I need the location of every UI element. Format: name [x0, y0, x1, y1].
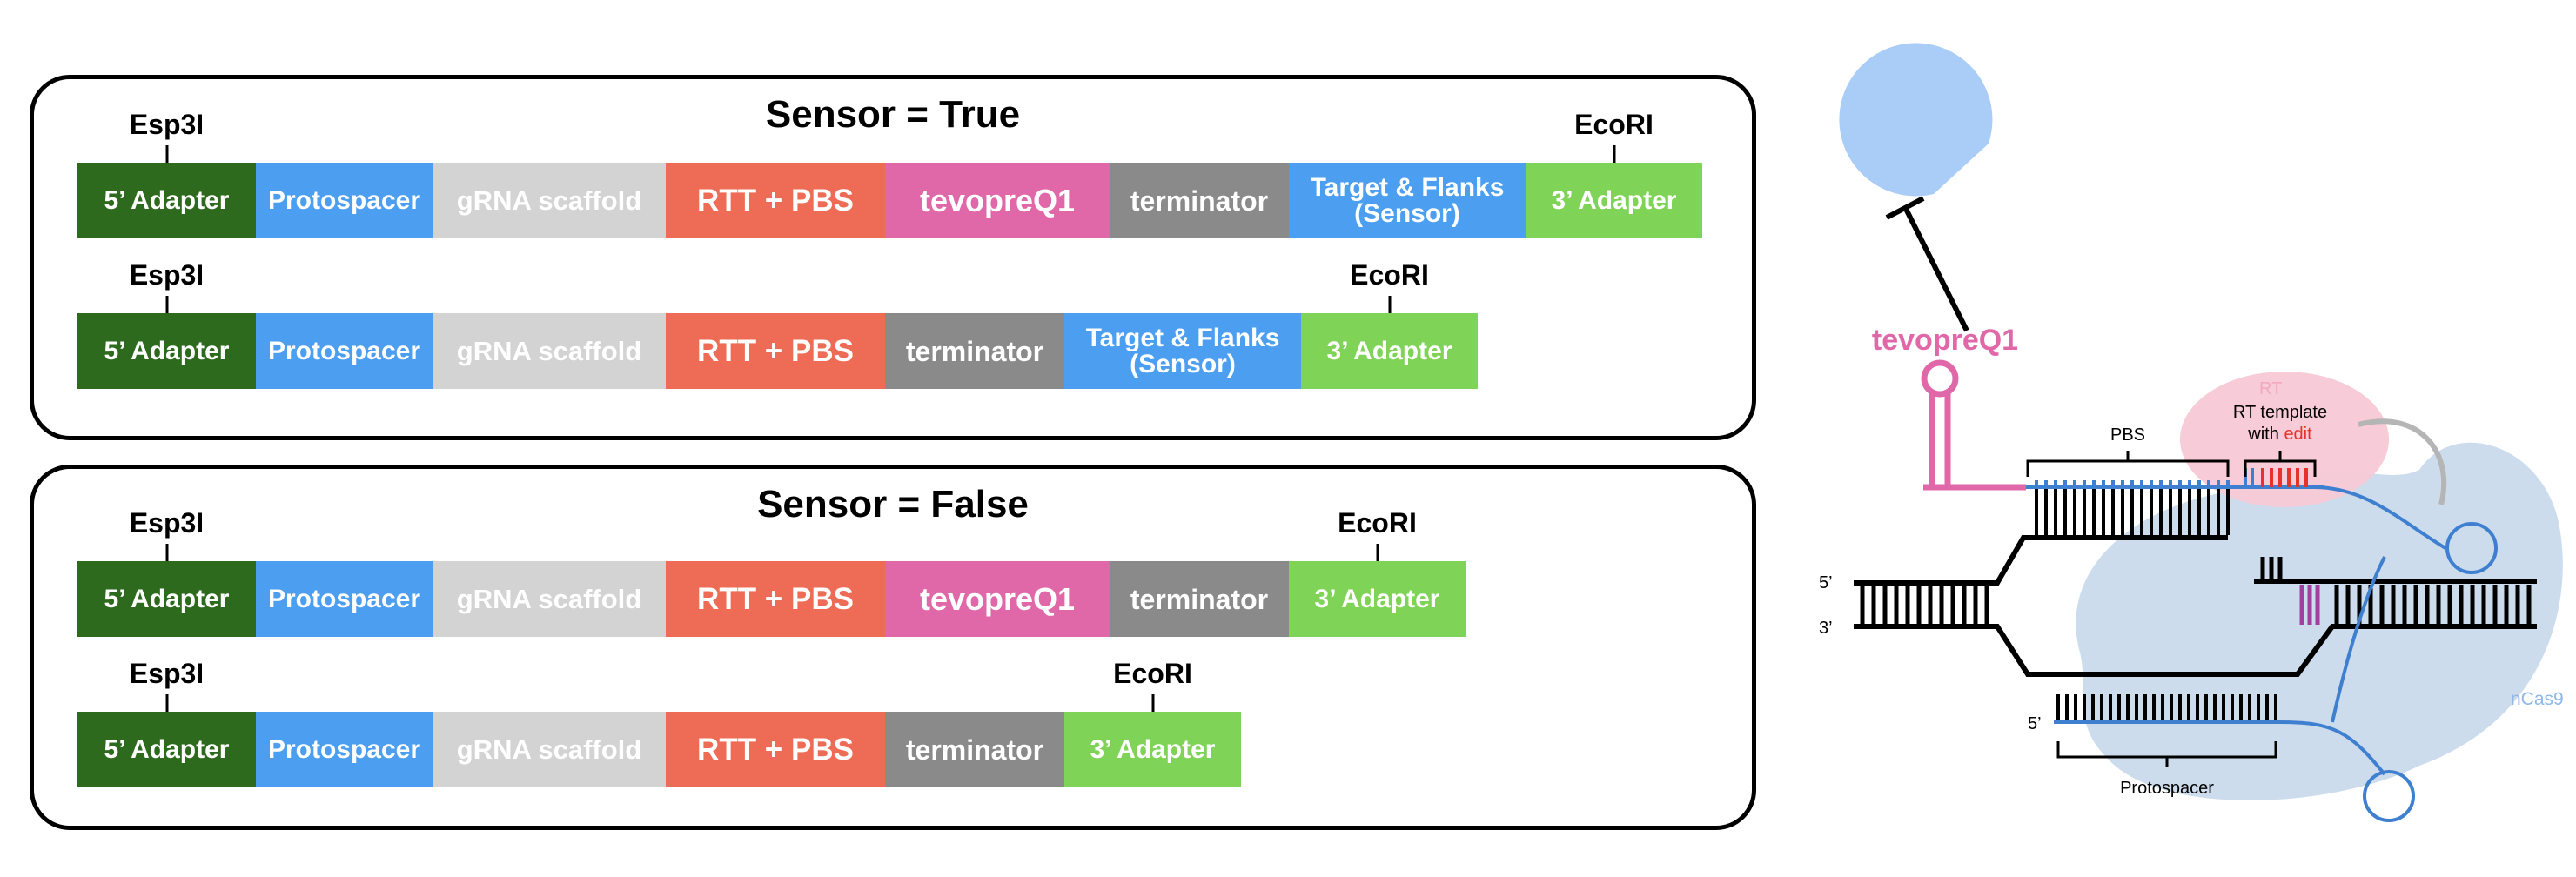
dna-base-pairs-right [2334, 585, 2532, 625]
esp3i-site-label: Esp3I [129, 658, 205, 689]
segment-target-flanks-sensor: Target & Flanks (Sensor) [1064, 313, 1301, 389]
three-prime-label: 3’ [1819, 619, 1833, 638]
segment-terminator: terminator [885, 313, 1064, 389]
five-prime-spacer-label: 5’ [2028, 714, 2042, 733]
pbs-bracket [2026, 451, 2230, 477]
rt-template-label: RT template [2233, 403, 2327, 422]
segment-rtt-pbs: RTT + PBS [666, 561, 885, 637]
segment-terminator: terminator [885, 712, 1064, 787]
nicked-strand-bases [2260, 557, 2283, 581]
segment-rtt-pbs: RTT + PBS [666, 163, 885, 238]
segment-protospacer: Protospacer [256, 712, 433, 787]
segment-grna-scaffold: gRNA scaffold [433, 163, 666, 238]
restriction-site-tick [1388, 296, 1391, 313]
ecori-site-label: EcoRI [1113, 658, 1192, 689]
restriction-site-tick [165, 694, 168, 712]
motif-label: tevopreQ1 [1872, 324, 2018, 357]
rt-linker [2358, 418, 2447, 505]
prime-editing-schematic: tevopreQ1 nCas9 RT 5’ 3’ PBS RT template… [1819, 43, 2564, 822]
segment-3-adapter: 3’ Adapter [1289, 561, 1466, 637]
esp3i-site-label: Esp3I [129, 507, 205, 539]
inhibition-line [1903, 207, 1969, 332]
restriction-site-tick [1613, 145, 1615, 163]
edit-word: edit [2284, 425, 2312, 444]
dna-base-pairs-left [1860, 585, 1989, 625]
ecori-site-label: EcoRI [1574, 109, 1654, 140]
segment-rtt-pbs: RTT + PBS [666, 313, 885, 389]
segment-grna-scaffold: gRNA scaffold [433, 313, 666, 389]
restriction-site-tick [165, 145, 168, 163]
rt-label: RT [2259, 379, 2282, 398]
segment-grna-scaffold: gRNA scaffold [433, 712, 666, 787]
rt-template-bracket [2244, 451, 2317, 477]
segment-3-adapter: 3’ Adapter [1526, 163, 1702, 238]
segment-grna-scaffold: gRNA scaffold [433, 561, 666, 637]
with-edit-label: with edit [2247, 425, 2312, 444]
pbs-label: PBS [2110, 425, 2145, 445]
rt-enzyme [2180, 372, 2389, 507]
restriction-site-tick [1151, 694, 1154, 712]
segment-protospacer: Protospacer [256, 561, 433, 637]
guide-connector [2314, 485, 2447, 723]
ncas9-label: nCas9 [2511, 689, 2564, 709]
segment-tevopreq1: tevopreQ1 [885, 163, 1110, 238]
panel-title: Sensor = False [757, 483, 1029, 526]
panel-title: Sensor = True [765, 93, 1021, 136]
segment-5-adapter: 5’ Adapter [77, 712, 256, 787]
segment-terminator: terminator [1110, 561, 1289, 637]
segment-5-adapter: 5’ Adapter [77, 163, 256, 238]
edited-base-pairs [2299, 585, 2320, 625]
extension-bases [2035, 480, 2230, 535]
esp3i-site-label: Esp3I [129, 259, 205, 291]
pegrna-hairpin [1923, 390, 2026, 491]
segment-tevopreq1: tevopreQ1 [885, 561, 1110, 637]
ecori-site-label: EcoRI [1338, 507, 1417, 539]
segment-5-adapter: 5’ Adapter [77, 313, 256, 389]
segment-terminator: terminator [1110, 163, 1289, 238]
exonuclease-pacman [1839, 43, 1993, 197]
esp3i-site-label: Esp3I [129, 109, 205, 140]
segment-5-adapter: 5’ Adapter [77, 561, 256, 637]
segment-rtt-pbs: RTT + PBS [666, 712, 885, 787]
segment-protospacer: Protospacer [256, 163, 433, 238]
guide-loop-upper [2445, 522, 2498, 574]
restriction-site-tick [165, 544, 168, 561]
segment-target-flanks-sensor: Target & Flanks (Sensor) [1289, 163, 1526, 238]
ecori-site-label: EcoRI [1350, 259, 1429, 291]
five-prime-label: 5’ [1819, 573, 1833, 592]
protospacer-bracket [2056, 741, 2277, 767]
segment-3-adapter: 3’ Adapter [1064, 712, 1241, 787]
guide-scaffold [2279, 720, 2386, 776]
segment-protospacer: Protospacer [256, 313, 433, 389]
protospacer-bases [2056, 694, 2277, 720]
segment-3-adapter: 3’ Adapter [1301, 313, 1478, 389]
dna-top-strand [1854, 535, 2228, 586]
inhibition-bar [1885, 196, 1925, 220]
protospacer-label: Protospacer [2120, 779, 2214, 798]
guide-loop-lower [2363, 770, 2415, 822]
restriction-site-tick [1376, 544, 1379, 561]
pegrna-hairpin-loop [1921, 359, 1959, 398]
dna-bottom-strand [1854, 624, 2537, 677]
restriction-site-tick [165, 296, 168, 313]
